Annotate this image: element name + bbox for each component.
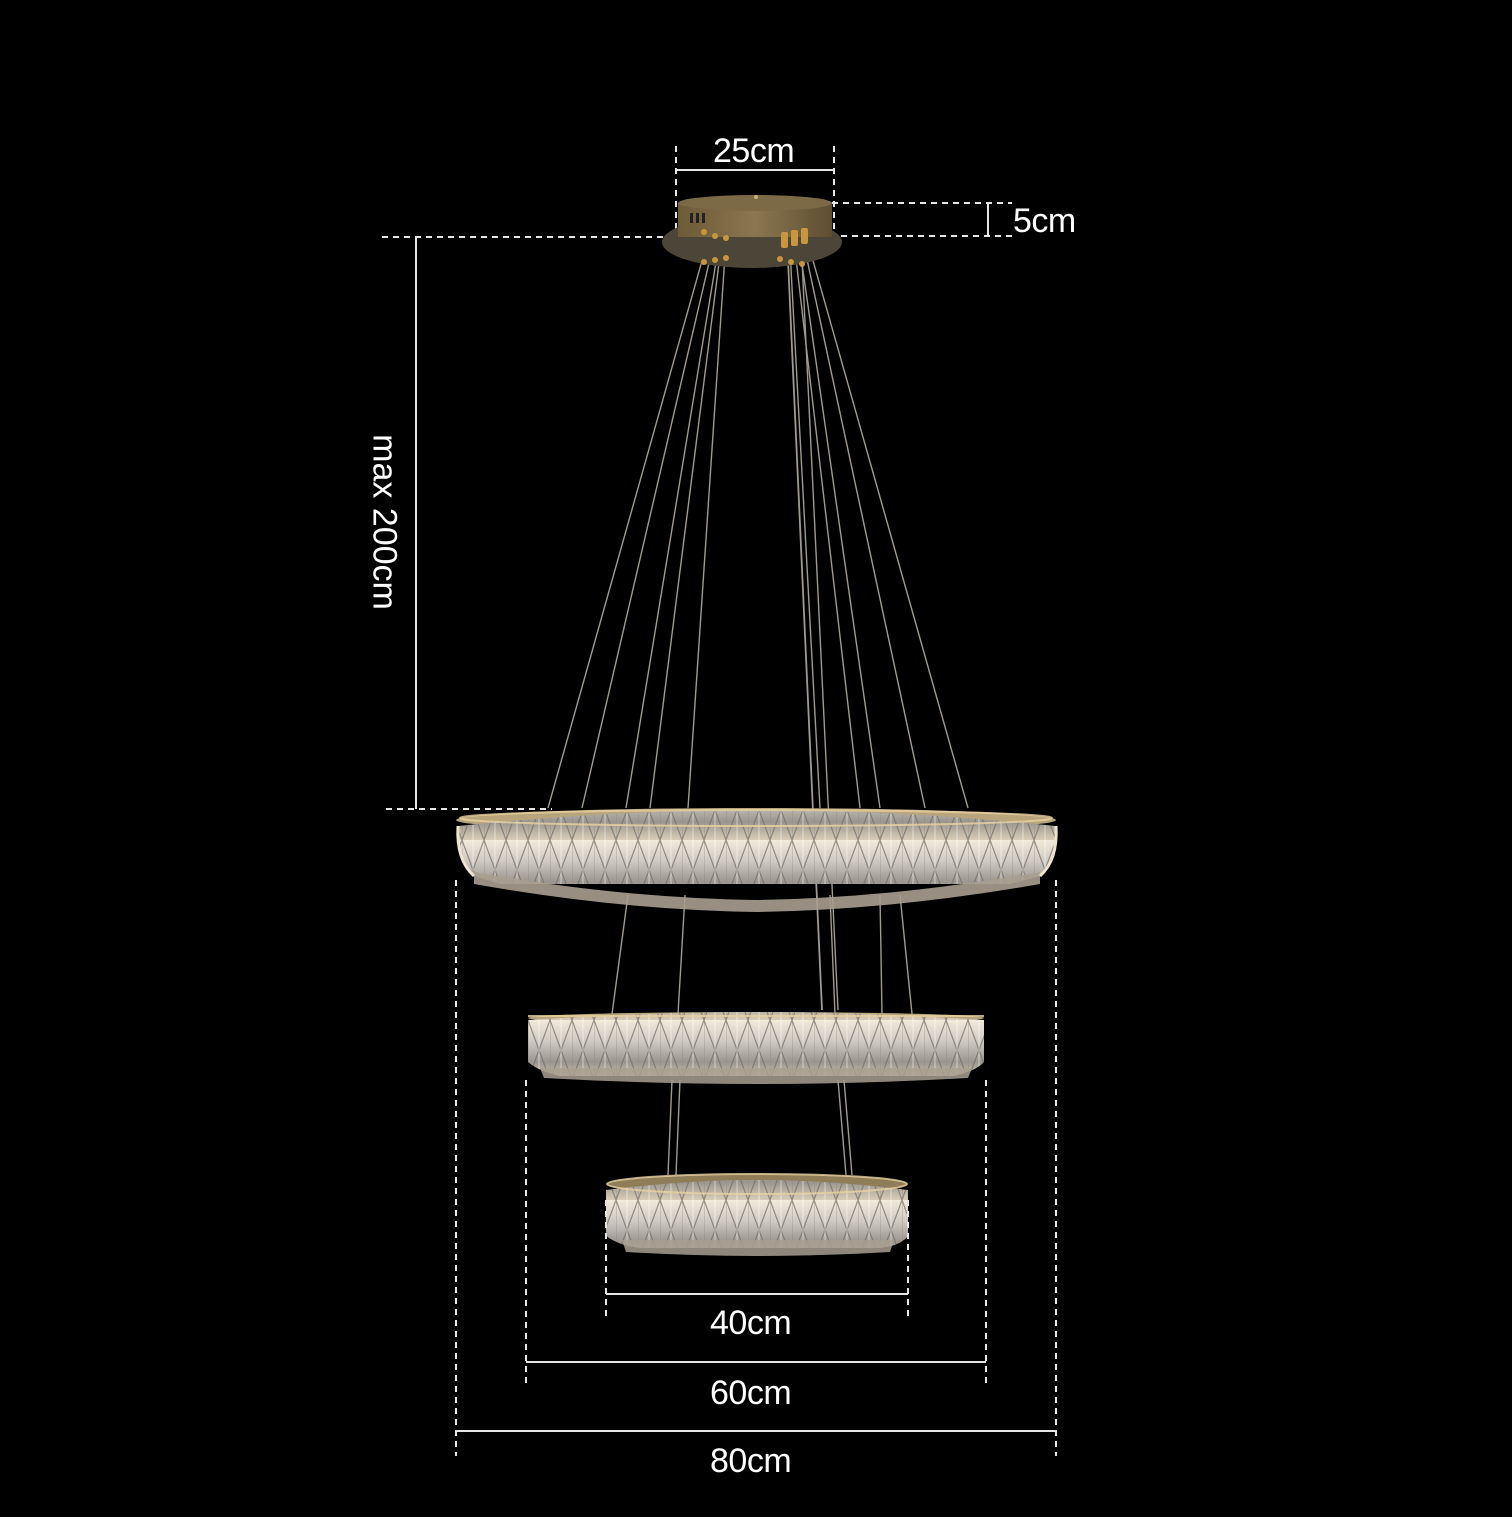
crystal-ring-large [456,808,1058,912]
max-drop-label: max 200cm [365,434,404,610]
dimension-canopy-height [830,202,1012,237]
crystal-ring-medium [528,1012,984,1084]
dimension-max-drop [382,236,680,810]
dimension-ring-small [605,1200,909,1316]
suspension-cables [547,249,969,1176]
crystal-ring-small [606,1173,908,1256]
ring-small-label: 40cm [710,1304,792,1342]
ring-large-label: 80cm [710,1442,792,1480]
ceiling-canopy [662,195,842,268]
ring-medium-label: 60cm [710,1374,792,1412]
canopy-height-label: 5cm [1013,202,1076,240]
dimension-ring-medium [525,1080,987,1386]
dimension-ring-large [455,880,1057,1456]
dimension-canopy-width [675,146,835,240]
canopy-width-label: 25cm [713,132,795,170]
